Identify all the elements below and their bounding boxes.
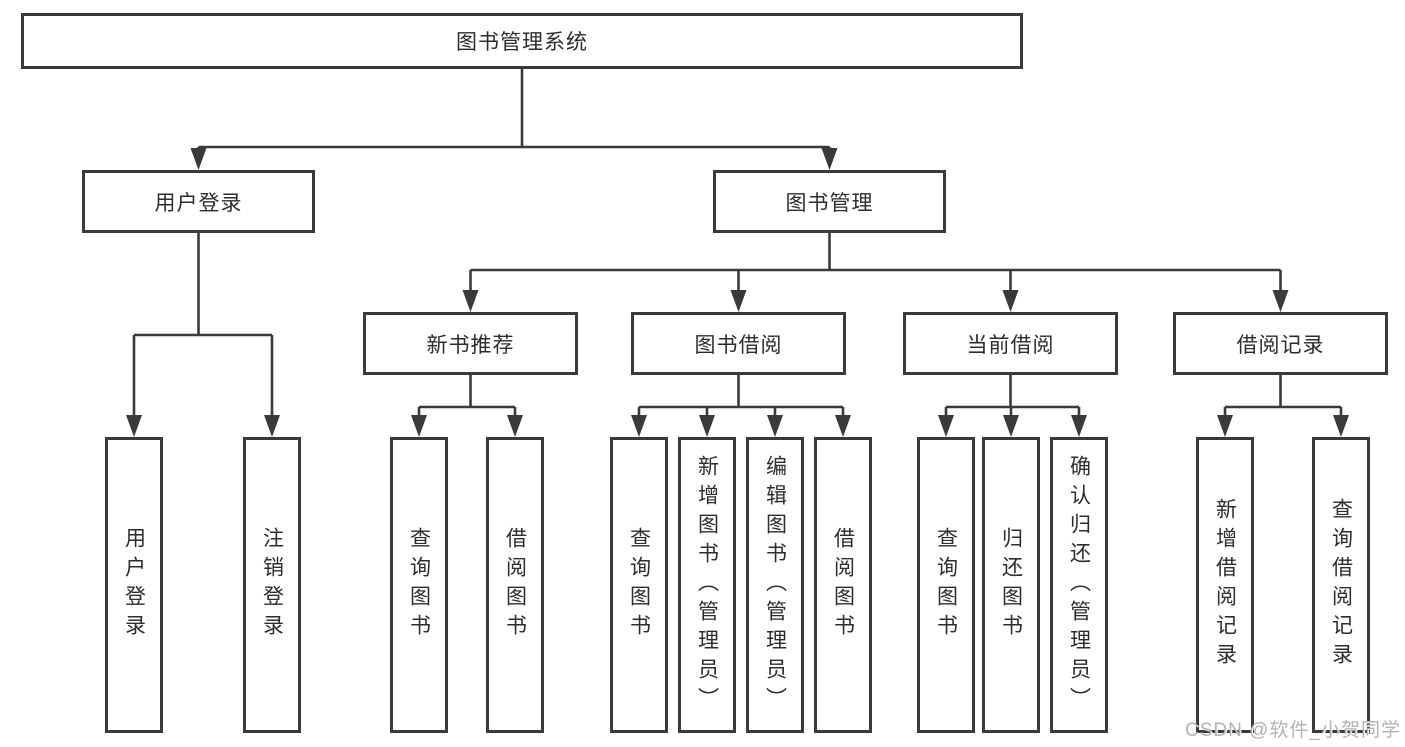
node-root-library-system: 图书管理系统 — [21, 13, 1023, 69]
leaf-query-borrow-record: 查询借阅记录 — [1312, 437, 1370, 733]
node-label: 新增图书（管理员） — [695, 454, 719, 716]
leaf-confirm-return-admin: 确认归还（管理员） — [1050, 437, 1108, 733]
node-label: 图书管理 — [785, 191, 874, 215]
node-label: 新书推荐 — [426, 333, 515, 357]
node-borrow-record: 借阅记录 — [1173, 312, 1388, 375]
node-user-login: 用户登录 — [82, 170, 315, 233]
node-label: 借阅记录 — [1236, 333, 1325, 357]
leaf-query-books-recommend: 查询图书 — [390, 437, 448, 733]
node-label: 编辑图书（管理员） — [763, 454, 787, 716]
csdn-watermark: CSDN @软件_小贺同学 — [1185, 720, 1401, 741]
node-label: 用户登录 — [154, 191, 243, 215]
leaf-logout: 注销登录 — [243, 437, 301, 733]
node-label: 查询图书 — [934, 527, 958, 643]
node-label: 归还图书 — [999, 527, 1023, 643]
leaf-query-books-current: 查询图书 — [917, 437, 975, 733]
node-label: 借阅图书 — [831, 527, 855, 643]
node-label: 查询借阅记录 — [1329, 498, 1353, 672]
leaf-add-books-admin: 新增图书（管理员） — [678, 437, 736, 733]
node-book-borrow: 图书借阅 — [631, 312, 846, 375]
node-label: 图书借阅 — [694, 333, 783, 357]
leaf-user-login: 用户登录 — [105, 437, 163, 733]
node-label: 借阅图书 — [503, 527, 527, 643]
node-current-borrow: 当前借阅 — [903, 312, 1118, 375]
node-new-book-recommend: 新书推荐 — [363, 312, 578, 375]
node-label: 注销登录 — [260, 527, 284, 643]
arrowheads — [126, 148, 1349, 437]
node-label: 当前借阅 — [966, 333, 1055, 357]
leaf-return-books: 归还图书 — [982, 437, 1040, 733]
leaf-borrow-books: 借阅图书 — [814, 437, 872, 733]
node-label: 确认归还（管理员） — [1067, 454, 1091, 716]
leaf-add-borrow-record: 新增借阅记录 — [1196, 437, 1254, 733]
node-label: 图书管理系统 — [456, 31, 588, 54]
node-label: 用户登录 — [122, 527, 146, 643]
leaf-borrow-books-recommend: 借阅图书 — [486, 437, 544, 733]
leaf-query-books-borrow: 查询图书 — [610, 437, 668, 733]
node-book-management: 图书管理 — [713, 170, 946, 233]
leaf-edit-books-admin: 编辑图书（管理员） — [746, 437, 804, 733]
node-label: 新增借阅记录 — [1213, 498, 1237, 672]
node-label: 查询图书 — [407, 527, 431, 643]
node-label: 查询图书 — [627, 527, 651, 643]
